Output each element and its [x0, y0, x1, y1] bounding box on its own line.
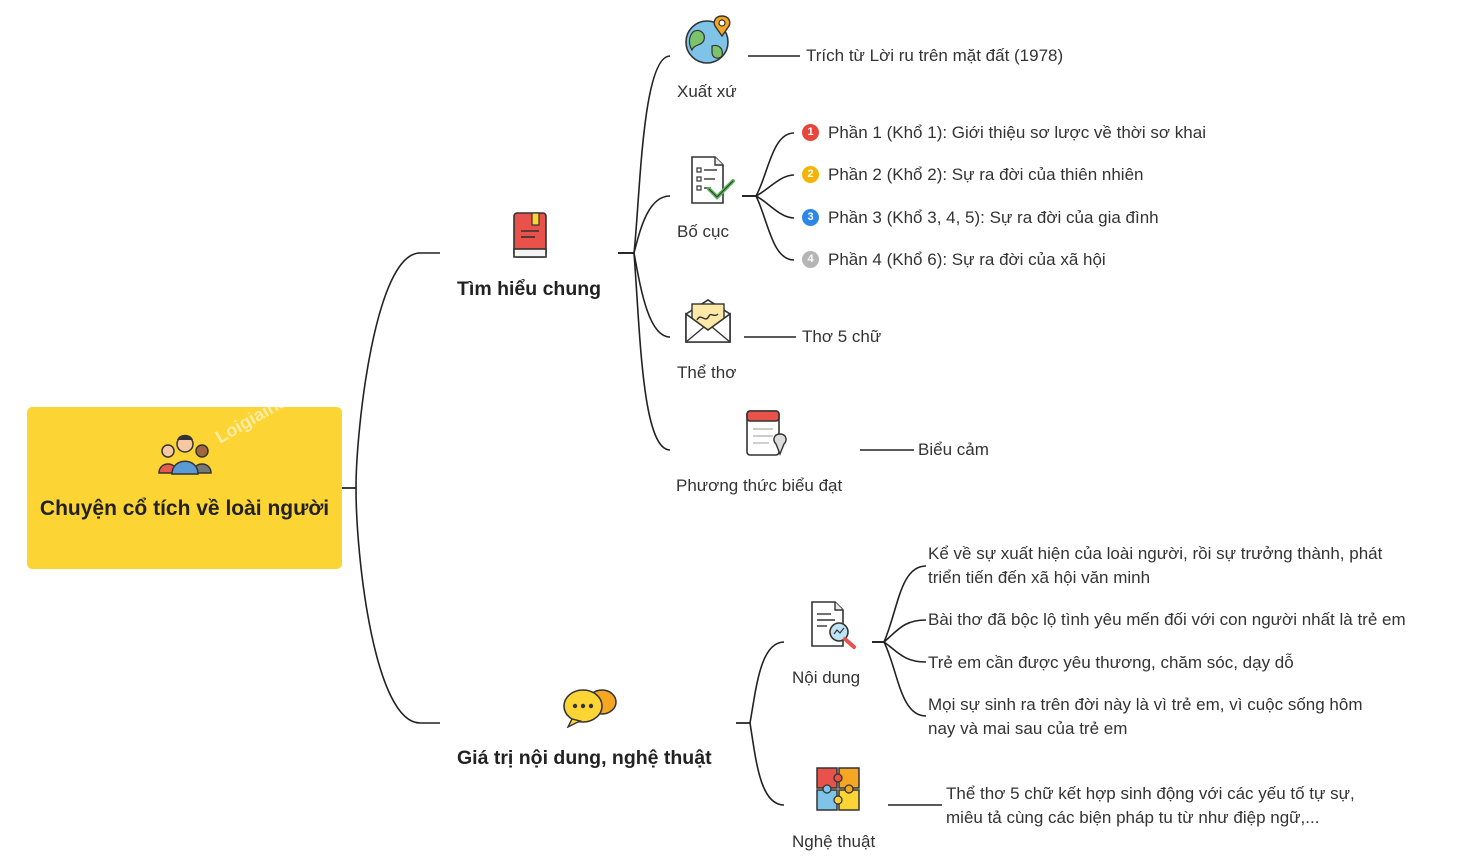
node-noi-dung[interactable]: Nội dung [792, 668, 861, 687]
globe-pin-icon [685, 15, 731, 64]
root-node[interactable]: Chuyện cổ tích về loài người [27, 407, 342, 569]
chat-bubbles-icon [563, 689, 617, 728]
part-1-number-badge: 1 [802, 124, 819, 141]
noi-dung-item-4: Mọi sự sinh ra trên đời này là vì trẻ em… [928, 695, 1363, 738]
puzzle-icon [816, 767, 860, 811]
noi-dung-item-1: Kể về sự xuất hiện của loài người, rồi s… [928, 544, 1383, 587]
phuong-thuc-detail: Biểu cảm [918, 440, 989, 459]
book-icon [513, 212, 547, 258]
bo-cuc-part-1: Phần 1 (Khổ 1): Giới thiệu sơ lược về th… [828, 123, 1206, 142]
node-the-tho[interactable]: Thể thơ [677, 363, 737, 382]
checklist-icon [691, 156, 735, 204]
node-phuong-thuc-bieu-dat[interactable]: Phương thức biểu đạt [676, 476, 843, 495]
bo-cuc-part-4: Phần 4 (Khổ 6): Sự ra đời của xã hội [828, 250, 1106, 269]
notepad-icon [746, 410, 787, 456]
branch-tim-hieu-chung[interactable]: Tìm hiểu chung [457, 278, 602, 300]
the-tho-detail: Thơ 5 chữ [802, 327, 882, 346]
bo-cuc-part-3: Phần 3 (Khổ 3, 4, 5): Sự ra đời của gia … [828, 208, 1159, 227]
part-3-number-badge: 3 [802, 209, 819, 226]
node-nghe-thuat[interactable]: Nghệ thuật [792, 832, 876, 851]
root-title: Chuyện cổ tích về loài người [39, 497, 330, 520]
nghe-thuat-detail: Thể thơ 5 chữ kết hợp sinh động với các … [946, 784, 1355, 827]
branch-gia-tri[interactable]: Giá trị nội dung, nghệ thuật [457, 747, 712, 769]
noi-dung-item-3: Trẻ em cần được yêu thương, chăm sóc, dạ… [928, 653, 1294, 672]
document-search-icon [811, 601, 856, 649]
part-2-number-badge: 2 [802, 166, 819, 183]
bo-cuc-part-2: Phần 2 (Khổ 2): Sự ra đời của thiên nhiê… [828, 165, 1144, 184]
part-4-number-badge: 4 [802, 251, 819, 268]
envelope-icon [685, 299, 731, 343]
node-xuat-xu[interactable]: Xuất xứ [677, 82, 737, 101]
people-icon [158, 434, 212, 475]
noi-dung-item-2: Bài thơ đã bộc lộ tình yêu mến đối với c… [928, 610, 1406, 629]
node-bo-cuc[interactable]: Bố cục [677, 222, 729, 241]
xuat-xu-detail: Trích từ Lời ru trên mặt đất (1978) [806, 46, 1064, 65]
